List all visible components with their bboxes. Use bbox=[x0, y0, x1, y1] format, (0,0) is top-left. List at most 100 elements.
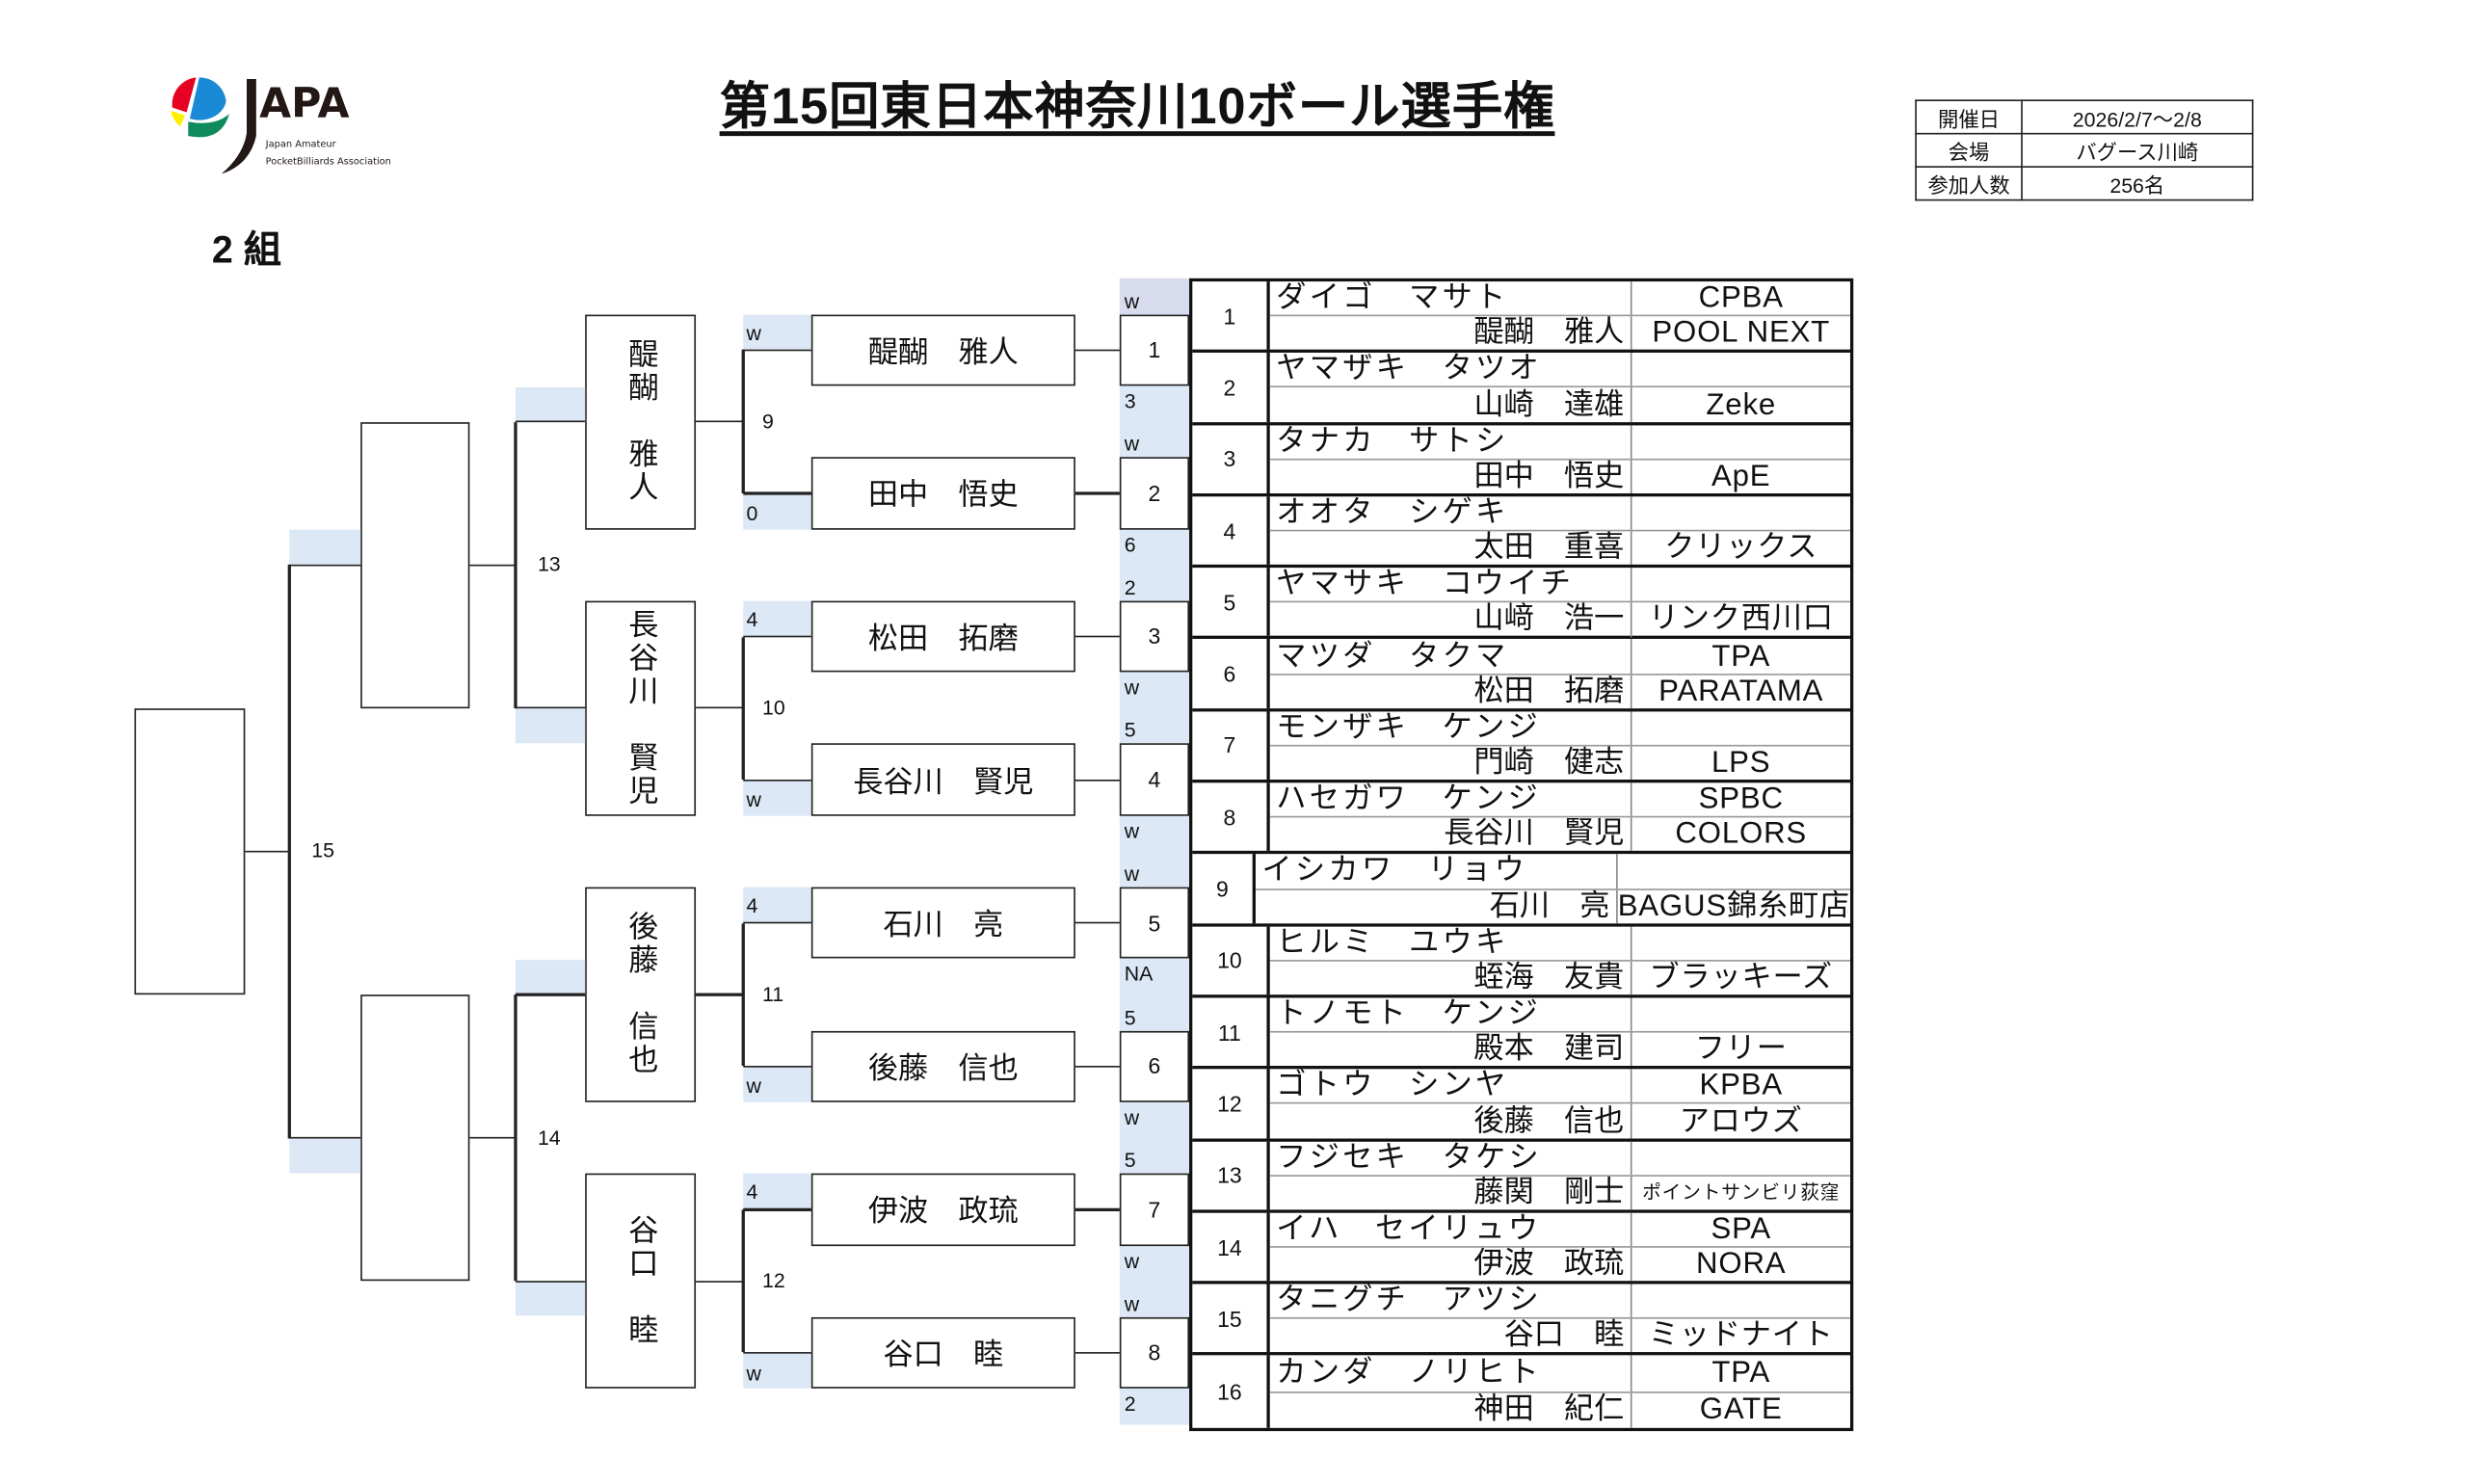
entry-name: 山崎 達雄 bbox=[1270, 387, 1632, 422]
entry-kana: オオタ シゲキ bbox=[1270, 496, 1632, 530]
score-cell bbox=[743, 780, 811, 816]
entry-details: ヒルミ ユウキ蛭海 友貴ブラッキーズ bbox=[1269, 926, 1850, 995]
entry-kana: マツダ タクマ bbox=[1270, 639, 1632, 674]
match-number: 1 bbox=[1148, 336, 1161, 363]
round3-player-box[interactable]: 醍醐 雅人 bbox=[585, 313, 697, 529]
round3-player-box[interactable]: 後藤 信也 bbox=[585, 887, 697, 1102]
entry-name: 醍醐 雅人 bbox=[1270, 316, 1632, 351]
entry-details: フジセキ タケシ藤関 剛士ポイントサンビリ荻窪 bbox=[1269, 1141, 1850, 1210]
round4-player-box[interactable] bbox=[360, 421, 470, 708]
score-top: 4 bbox=[746, 893, 758, 917]
winner-box[interactable] bbox=[134, 707, 246, 995]
entry-org2: クリックス bbox=[1664, 531, 1818, 566]
player-name: 醍醐 雅人 bbox=[623, 338, 657, 505]
round2-player-box[interactable]: 松田 拓磨 bbox=[810, 600, 1075, 673]
japa-logo: APA Japan Amateur PocketBilliards Associ… bbox=[168, 69, 437, 190]
entry-org1: CPBA bbox=[1698, 281, 1784, 315]
entry-org2: POOL NEXT bbox=[1652, 316, 1831, 351]
connector-line bbox=[289, 1136, 361, 1140]
entry-org2: リンク西川口 bbox=[1648, 602, 1834, 637]
entry-number: 10 bbox=[1192, 926, 1270, 995]
round1-match-box[interactable]: 1 bbox=[1119, 313, 1190, 386]
score-cell bbox=[743, 1066, 811, 1102]
entry-org1: TPA bbox=[1711, 639, 1771, 674]
round2-player-box[interactable]: 谷口 睦 bbox=[810, 1316, 1075, 1390]
score-top: 2 bbox=[1124, 575, 1136, 599]
entry-number: 4 bbox=[1192, 496, 1270, 566]
round2-player-box[interactable]: 石川 亮 bbox=[810, 887, 1075, 960]
score-cell bbox=[743, 1174, 811, 1210]
connector-line bbox=[288, 565, 291, 1138]
connector-line bbox=[469, 1136, 516, 1140]
entry-number: 12 bbox=[1192, 1069, 1270, 1138]
score-bottom: w bbox=[1124, 1104, 1140, 1129]
score-bottom: 3 bbox=[1124, 388, 1136, 413]
round3-player-box[interactable]: 谷口 睦 bbox=[585, 1174, 697, 1390]
round2-player-box[interactable]: 醍醐 雅人 bbox=[810, 313, 1075, 386]
connector-line bbox=[245, 850, 290, 853]
entry-org2: フリー bbox=[1694, 1032, 1788, 1067]
score-cell bbox=[515, 707, 586, 743]
entry-row-name: 後藤 信也アロウズ bbox=[1270, 1104, 1850, 1138]
player-name: 松田 拓磨 bbox=[867, 623, 1019, 656]
entry-row-kana: ダイゴ マサト CPBA bbox=[1269, 281, 1850, 317]
entry-row-kana: ヒルミ ユウキ bbox=[1269, 926, 1850, 962]
round1-match-box[interactable]: 3 bbox=[1119, 600, 1190, 673]
match-number: 12 bbox=[761, 1268, 785, 1293]
connector-line bbox=[514, 421, 517, 708]
connector-line bbox=[1074, 1208, 1120, 1211]
round1-match-box[interactable]: 8 bbox=[1119, 1316, 1190, 1390]
entry-name: 石川 亮 bbox=[1256, 889, 1618, 923]
connector-line bbox=[743, 779, 811, 782]
match-number: 13 bbox=[537, 552, 561, 576]
entry-org1 bbox=[1632, 568, 1850, 601]
round1-match-box[interactable]: 5 bbox=[1119, 887, 1190, 960]
entry-org1 bbox=[1632, 353, 1850, 386]
entry-number: 3 bbox=[1192, 424, 1270, 493]
match-number: 3 bbox=[1148, 623, 1161, 649]
connector-line bbox=[1074, 921, 1120, 924]
round1-match-box[interactable]: 2 bbox=[1119, 457, 1190, 529]
entry-row-name: 太田 重喜クリックス bbox=[1270, 531, 1850, 566]
entry-name: 蛭海 友貴 bbox=[1270, 961, 1632, 995]
entry-org2: アロウズ bbox=[1679, 1104, 1803, 1138]
svg-text:APA: APA bbox=[259, 79, 349, 127]
entry-row-name: 山﨑 浩一リンク西川口 bbox=[1270, 602, 1850, 637]
entry-org1: TPA bbox=[1711, 1357, 1771, 1391]
entry-details: トノモト ケンジ殿本 建司 フリー bbox=[1269, 997, 1850, 1067]
round2-player-box[interactable]: 田中 悟史 bbox=[810, 457, 1075, 529]
round1-match-box[interactable]: 4 bbox=[1119, 743, 1190, 816]
entry-row-kana: トノモト ケンジ bbox=[1269, 997, 1850, 1033]
round2-player-box[interactable]: 後藤 信也 bbox=[810, 1030, 1075, 1102]
entry-row-kana: イシカワ リョウ bbox=[1255, 854, 1850, 890]
entry-number: 9 bbox=[1192, 854, 1256, 923]
round1-match-box[interactable]: 7 bbox=[1119, 1174, 1190, 1246]
connector-line bbox=[515, 1280, 586, 1283]
match-number: 4 bbox=[1148, 767, 1161, 793]
entry-kana: ハセガワ ケンジ bbox=[1270, 782, 1632, 817]
entry-org1 bbox=[1632, 711, 1850, 745]
entry-kana: ダイゴ マサト bbox=[1270, 281, 1632, 315]
connector-line bbox=[743, 1208, 811, 1211]
entry-name: 殿本 建司 bbox=[1270, 1032, 1632, 1067]
score-top: w bbox=[1124, 1291, 1140, 1316]
round3-player-box[interactable]: 長谷川 賢児 bbox=[585, 600, 697, 816]
score-bottom: w bbox=[746, 1361, 761, 1385]
round2-player-box[interactable]: 伊波 政琉 bbox=[810, 1174, 1075, 1246]
round4-player-box[interactable] bbox=[360, 994, 470, 1282]
connector-line bbox=[514, 994, 517, 1282]
round1-match-box[interactable]: 6 bbox=[1119, 1030, 1190, 1102]
entry-row-name: 谷口 睦ミッドナイト bbox=[1270, 1319, 1850, 1353]
round2-player-box[interactable]: 長谷川 賢児 bbox=[810, 743, 1075, 816]
score-bottom: w bbox=[1124, 675, 1140, 700]
entry-kana: ヤマサキ コウイチ bbox=[1270, 568, 1632, 602]
